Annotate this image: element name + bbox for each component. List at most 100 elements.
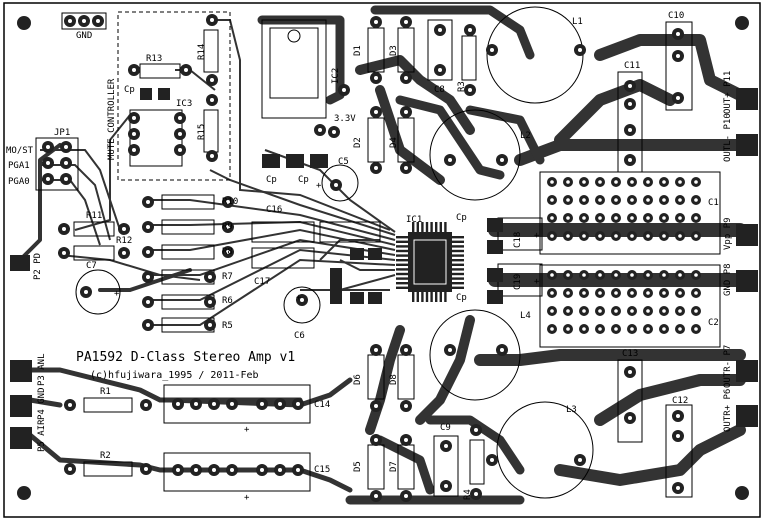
ic1-pin xyxy=(412,292,415,302)
through-hole-pad-hole xyxy=(122,251,126,255)
plus-c6: + xyxy=(296,293,302,303)
array-pad-hole xyxy=(646,180,650,184)
array-pad-hole xyxy=(614,234,618,238)
array-pad-hole xyxy=(694,180,698,184)
r8-label: R8 xyxy=(222,247,233,257)
inductor-l1 xyxy=(486,6,584,104)
through-hole-pad-hole xyxy=(176,468,180,472)
through-hole-pad-hole xyxy=(278,402,282,406)
c17-label: C17 xyxy=(254,277,270,287)
c15-label: C15 xyxy=(314,465,330,475)
ic1-pin xyxy=(425,222,429,232)
array-pad-hole xyxy=(614,198,618,202)
through-hole-pad-hole xyxy=(260,402,264,406)
ic1-pin xyxy=(396,277,408,280)
d6-label: D6 xyxy=(353,374,363,385)
through-hole-pad-hole xyxy=(628,370,632,374)
through-hole-pad-hole xyxy=(208,275,212,279)
through-hole-pad-hole xyxy=(210,98,214,102)
through-hole-pad-hole xyxy=(226,225,230,229)
through-hole-pad-hole xyxy=(210,78,214,82)
through-hole-pad-hole xyxy=(404,110,408,114)
array-pad-hole xyxy=(566,198,570,202)
c1-label: C1 xyxy=(708,198,719,208)
through-hole-pad-hole xyxy=(578,458,582,462)
array-pad-hole xyxy=(678,234,682,238)
through-hole-pad-hole xyxy=(500,158,504,162)
ic1-pin xyxy=(435,222,438,232)
through-hole-pad-hole xyxy=(146,300,150,304)
through-hole-pad-hole xyxy=(474,492,478,496)
array-pad-hole xyxy=(582,234,586,238)
through-hole-pad-hole xyxy=(676,32,680,36)
r11-label: R11 xyxy=(86,211,102,221)
array-pad-hole xyxy=(678,198,682,202)
ic1-pin xyxy=(452,286,464,289)
through-hole-pad-hole xyxy=(184,68,188,72)
array-pad-hole xyxy=(582,216,586,220)
array-pad-hole xyxy=(646,327,650,331)
through-hole-pad-hole xyxy=(438,28,442,32)
array-pad-hole xyxy=(678,309,682,313)
r14-label: R14 xyxy=(197,44,207,60)
through-hole-pad-hole xyxy=(404,494,408,498)
through-hole-pad-hole xyxy=(208,300,212,304)
array-pad-hole xyxy=(662,198,666,202)
through-hole-pad-hole xyxy=(96,19,100,23)
d2-label: D2 xyxy=(353,137,363,148)
array-pad-hole xyxy=(566,273,570,277)
array-pad-hole xyxy=(662,180,666,184)
ic1-pin xyxy=(416,222,419,232)
through-hole-pad-hole xyxy=(500,348,504,352)
through-hole-pad-hole xyxy=(226,250,230,254)
array-pad-hole xyxy=(614,273,618,277)
through-hole-pad-hole xyxy=(342,88,346,92)
cp-label-5: Cp xyxy=(456,293,467,303)
through-hole-pad-hole xyxy=(132,68,136,72)
array-pad-hole xyxy=(598,273,602,277)
through-hole-pad-hole xyxy=(64,161,68,165)
smd-pads xyxy=(140,88,503,304)
through-hole-pad-hole xyxy=(444,444,448,448)
ic1-pin xyxy=(439,222,442,232)
through-hole-pad-hole xyxy=(628,84,632,88)
array-pad-hole xyxy=(614,216,618,220)
array-pad-hole xyxy=(678,216,682,220)
cp-label-1: Cp xyxy=(124,85,135,95)
through-hole-pad-hole xyxy=(300,298,304,302)
through-hole-pad-hole xyxy=(334,183,338,187)
c19-label: C19 xyxy=(513,274,523,290)
array-pad-hole xyxy=(694,309,698,313)
through-hole-pad-hole xyxy=(176,402,180,406)
array-pad-hole xyxy=(630,198,634,202)
through-hole-pad-hole xyxy=(374,494,378,498)
d8-label: D8 xyxy=(389,374,399,385)
r3-label: R3 xyxy=(457,81,467,92)
ic1-pin xyxy=(452,272,464,276)
through-hole-pad-hole xyxy=(296,402,300,406)
array-pad-hole xyxy=(566,216,570,220)
d3-label: D3 xyxy=(389,45,399,56)
p2-label: P2 PD xyxy=(33,253,43,280)
r13-label: R13 xyxy=(146,54,162,64)
array-pad-hole xyxy=(678,291,682,295)
through-hole-pad-hole xyxy=(374,404,378,408)
ic1-pin xyxy=(396,263,408,266)
pga0-label: PGA0 xyxy=(8,177,30,187)
p7-label: OUTR- P7 xyxy=(723,345,733,388)
c5-label: C5 xyxy=(338,157,349,167)
array-pad-hole xyxy=(582,180,586,184)
through-hole-pad-hole xyxy=(146,225,150,229)
text-labels: PA1592 D-Class Stereo Amp v1 (c)hfujiwar… xyxy=(6,11,733,503)
d4-label: D4 xyxy=(389,137,399,148)
ic1-pin xyxy=(421,222,424,232)
plus-c5: + xyxy=(316,181,322,191)
board-outline xyxy=(3,2,761,518)
through-hole-pad-hole xyxy=(144,403,148,407)
through-hole-pad-hole xyxy=(122,227,126,231)
ic1-pin xyxy=(396,268,408,271)
array-pad-hole xyxy=(550,234,554,238)
through-hole-pad-hole xyxy=(84,290,88,294)
c8-label: C8 xyxy=(434,85,445,95)
